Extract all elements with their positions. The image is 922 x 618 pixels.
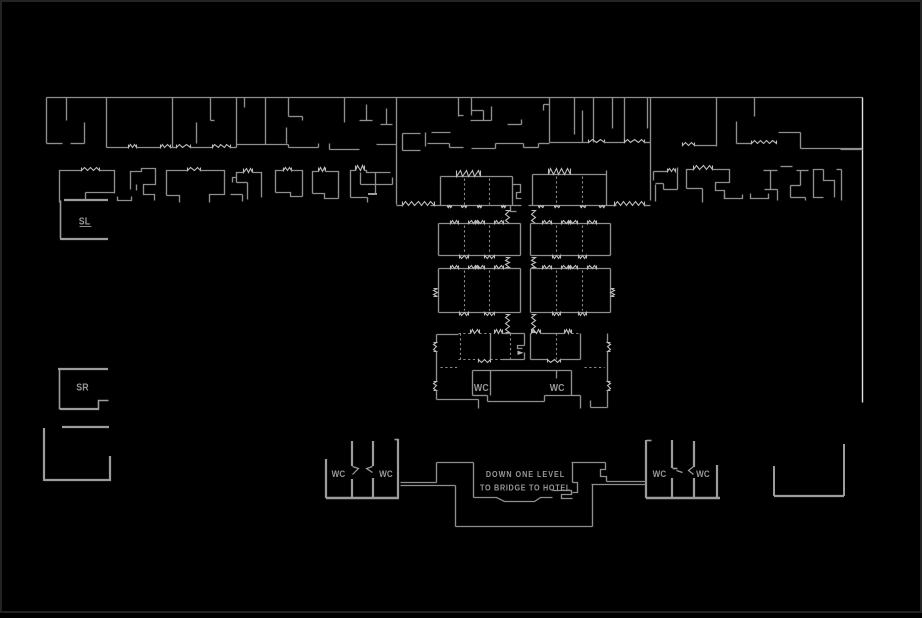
svg-text:DOWN ONE LEVEL: DOWN ONE LEVEL: [486, 469, 565, 479]
svg-text:WC: WC: [653, 468, 667, 479]
svg-text:WC: WC: [474, 381, 489, 393]
svg-text:SL: SL: [79, 215, 91, 227]
svg-text:WC: WC: [550, 381, 565, 393]
svg-text:SR: SR: [76, 381, 89, 393]
svg-text:WC: WC: [696, 468, 710, 479]
svg-text:TO BRIDGE TO HOTEL: TO BRIDGE TO HOTEL: [480, 483, 571, 493]
svg-text:WC: WC: [379, 468, 393, 479]
svg-text:WC: WC: [332, 468, 346, 479]
